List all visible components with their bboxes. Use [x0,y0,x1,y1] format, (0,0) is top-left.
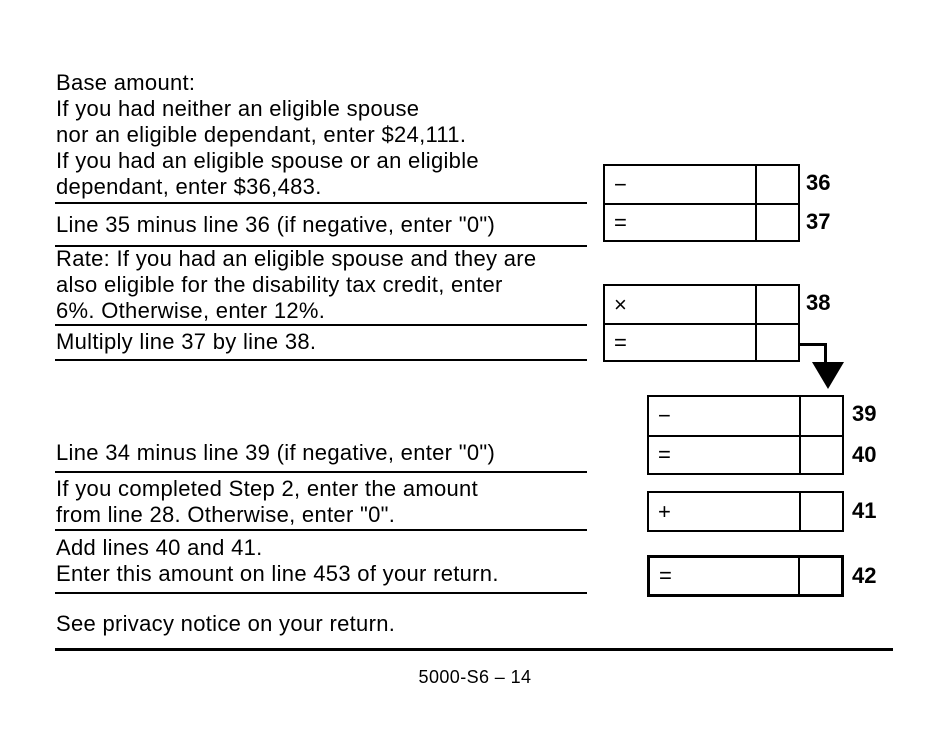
amount-field-line-39[interactable]: − [649,397,801,435]
calc-row-38: × [605,286,798,323]
amount-field-line-41[interactable]: + [649,493,801,530]
line-number-42: 42 [852,563,877,588]
instruction-add-lines: Add lines 40 and 41. Enter this amount o… [56,535,499,587]
calc-row-39: − [649,397,842,435]
calc-row-36: − [605,166,798,203]
instruction-rate: Rate: If you had an eligible spouse and … [56,246,536,324]
divider-after-rate [55,324,587,326]
divider-after-line-37 [55,245,587,247]
cents-field-line-36[interactable] [757,166,798,203]
instruction-line: If you completed Step 2, enter the amoun… [56,476,478,501]
line-number-40: 40 [852,442,877,467]
instruction-line: Add lines 40 and 41. [56,535,263,560]
equals-operator: = [658,442,671,467]
divider-after-line-40 [55,471,587,473]
privacy-notice: See privacy notice on your return. [56,611,395,637]
line-number-41: 41 [852,498,877,523]
cents-field-line-40[interactable] [801,437,842,473]
page-identifier: 5000-S6 – 14 [418,667,532,687]
instruction-line: See privacy notice on your return. [56,611,396,636]
instruction-line: Multiply line 37 by line 38. [56,329,317,354]
instruction-line-40: Line 34 minus line 39 (if negative, ente… [56,440,495,466]
instruction-step2: If you completed Step 2, enter the amoun… [56,476,478,528]
instruction-line: Base amount: [56,70,196,95]
calc-row-37: = [605,203,798,240]
plus-operator: + [658,498,671,524]
amount-field-38-result[interactable]: = [605,325,757,360]
calc-box-42: = [647,555,844,597]
amount-field-line-42[interactable]: = [650,558,800,594]
calc-row-38-result: = [605,323,798,360]
minus-operator: − [658,403,671,428]
instruction-line: If you had neither an eligible spouse [56,96,420,121]
equals-operator: = [614,209,627,235]
minus-operator: − [614,171,627,197]
amount-field-line-37[interactable]: = [605,205,757,240]
cents-field-line-39[interactable] [801,397,842,435]
instruction-line: nor an eligible dependant, enter $24,111… [56,122,467,147]
instruction-line: 6%. Otherwise, enter 12%. [56,298,326,323]
divider-after-add-lines [55,592,587,594]
equals-operator: = [659,563,672,588]
line-number-39: 39 [852,401,877,426]
instruction-base-amount: Base amount: If you had neither an eligi… [56,70,479,200]
amount-field-line-38[interactable]: × [605,286,757,323]
cents-field-line-38[interactable] [757,286,798,323]
arrow-head-icon [812,362,844,389]
calc-boxes-36-37: − = [603,164,800,242]
instruction-line: Line 34 minus line 39 (if negative, ente… [56,440,496,465]
arrow-elbow-vertical [824,343,827,364]
instruction-line: Rate: If you had an eligible spouse and … [56,246,537,271]
divider-after-multiply [55,359,587,361]
calc-boxes-38-result: × = [603,284,800,362]
calc-row-41: + [649,493,842,530]
divider-after-base-amount [55,202,587,204]
instruction-line: dependant, enter $36,483. [56,174,322,199]
equals-operator: = [614,329,627,355]
cents-field-line-42[interactable] [800,558,841,594]
amount-field-line-40[interactable]: = [649,437,801,473]
amount-field-line-36[interactable]: − [605,166,757,203]
cents-field-38-result[interactable] [757,325,798,360]
instruction-line: also eligible for the disability tax cre… [56,272,503,297]
instruction-line: Line 35 minus line 36 (if negative, ente… [56,212,496,237]
cents-field-line-37[interactable] [757,205,798,240]
calc-box-41: + [647,491,844,532]
instruction-line-37: Line 35 minus line 36 (if negative, ente… [56,212,495,238]
arrow-elbow-horizontal [799,343,827,346]
cents-field-line-41[interactable] [801,493,842,530]
instruction-multiply: Multiply line 37 by line 38. [56,329,316,355]
divider-after-step2 [55,529,587,531]
calc-row-42: = [650,558,841,594]
instruction-line: from line 28. Otherwise, enter "0". [56,502,396,527]
calc-boxes-39-40: − = [647,395,844,475]
line-number-37: 37 [806,209,831,234]
multiply-operator: × [614,291,627,317]
instruction-line: Enter this amount on line 453 of your re… [56,561,499,586]
line-number-38: 38 [806,290,831,315]
calc-row-40: = [649,435,842,473]
line-number-36: 36 [806,170,831,195]
instruction-line: If you had an eligible spouse or an elig… [56,148,479,173]
footer-divider [55,648,893,651]
